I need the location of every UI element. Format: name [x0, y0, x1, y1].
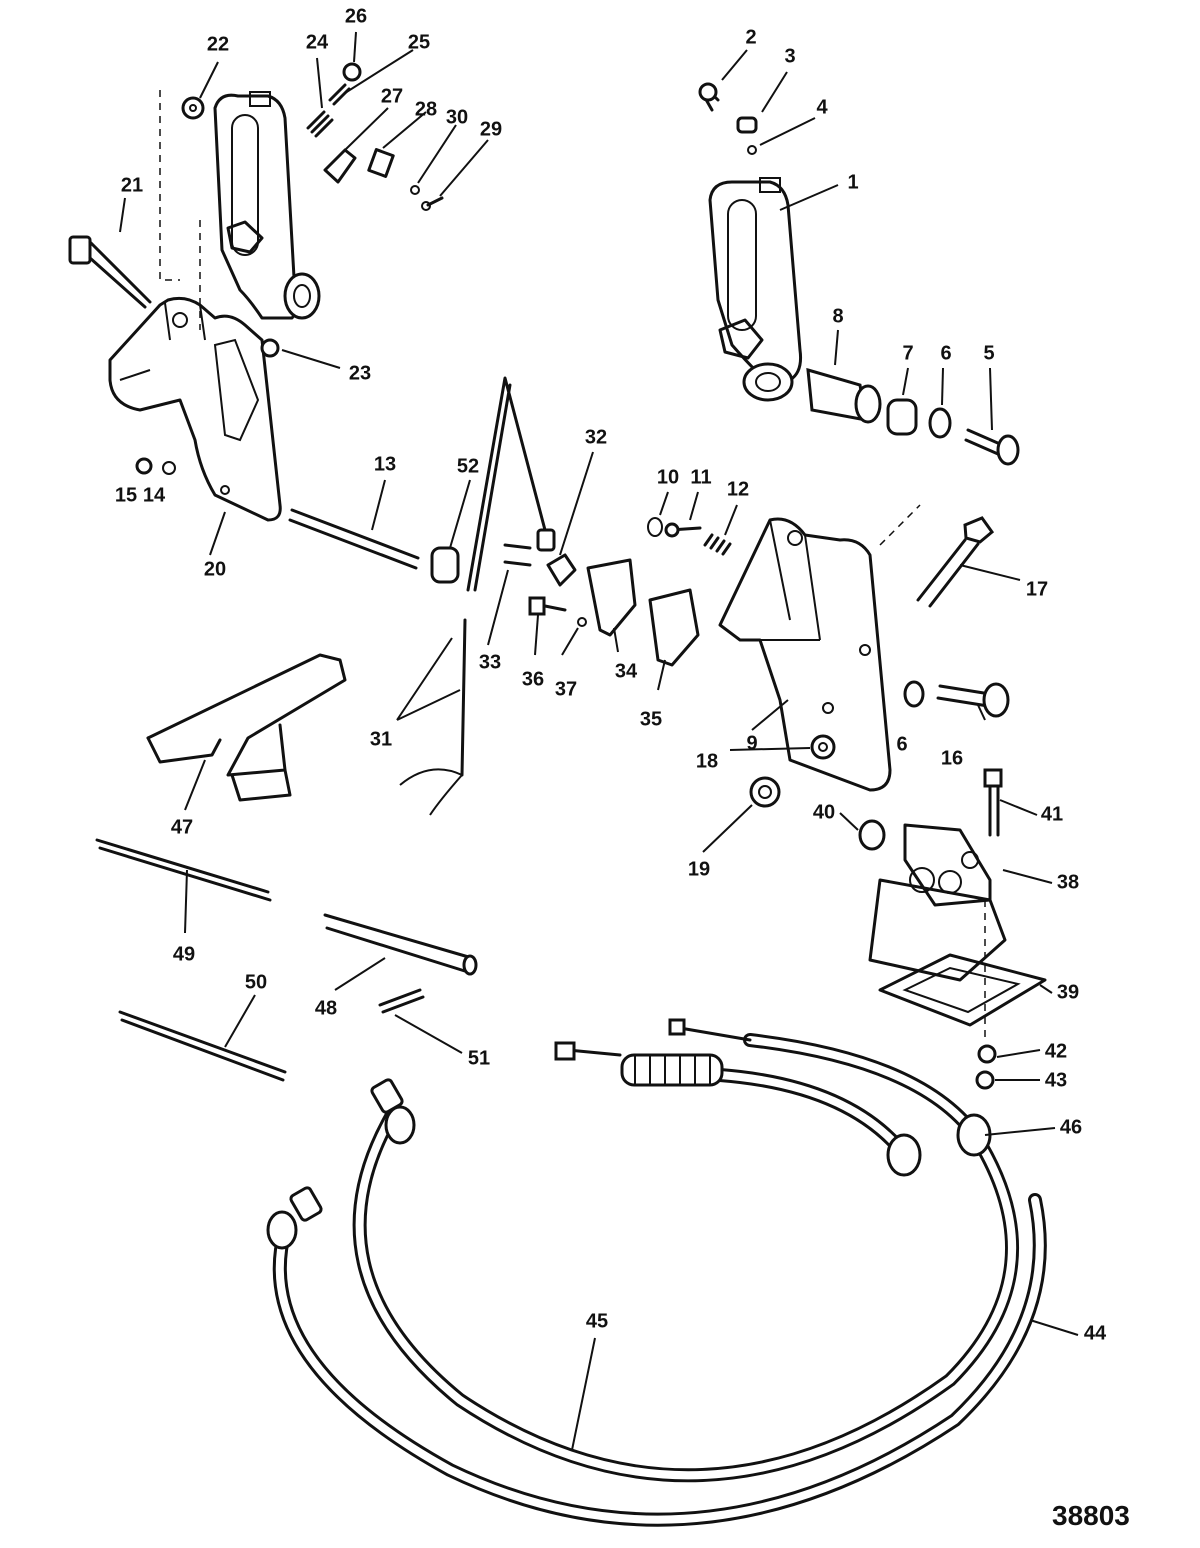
callout-51: 51 [468, 1047, 490, 1069]
callout-50: 50 [245, 971, 267, 993]
callout-35: 35 [640, 708, 662, 730]
mounting-block [868, 823, 1007, 982]
callout-33: 33 [479, 651, 501, 673]
hydraulic-hoses [266, 1018, 1047, 1527]
callout-19: 19 [688, 858, 710, 880]
callout-5: 5 [983, 342, 994, 364]
callout-6b: 6 [896, 733, 907, 755]
callout-21: 21 [121, 174, 143, 196]
small-hardware-upper-left [181, 62, 444, 211]
callout-14: 14 [143, 484, 166, 506]
right-trim-cylinder [708, 177, 802, 402]
callout-37: 37 [555, 678, 577, 700]
callout-41: 41 [1041, 803, 1063, 825]
callout-17: 17 [1026, 578, 1048, 600]
callout-2: 2 [745, 26, 756, 48]
callout-22: 22 [207, 33, 229, 55]
callout-39: 39 [1057, 981, 1079, 1003]
lifting-strap [146, 653, 347, 802]
callout-43: 43 [1045, 1069, 1067, 1091]
callout-46: 46 [1060, 1116, 1082, 1138]
callout-9: 9 [746, 732, 757, 754]
callout-18: 18 [696, 750, 718, 772]
callout-28: 28 [415, 98, 437, 120]
bolt-21 [68, 235, 152, 309]
callout-7: 7 [902, 342, 913, 364]
callout-47: 47 [171, 816, 193, 838]
callout-8: 8 [832, 305, 843, 327]
control-cable [399, 376, 577, 816]
callout-3: 3 [784, 45, 795, 67]
right-transom-bracket [718, 517, 892, 792]
small-hardware-upper-right [698, 82, 758, 155]
callout-20: 20 [204, 558, 226, 580]
callout-13: 13 [374, 453, 396, 475]
callout-49: 49 [173, 943, 195, 965]
callout-15: 15 [115, 484, 137, 506]
callout-34: 34 [615, 660, 638, 682]
callout-31: 31 [370, 728, 392, 750]
callout-48: 48 [315, 997, 337, 1019]
callout-40: 40 [813, 801, 835, 823]
callout-16: 16 [941, 747, 963, 769]
callout-24: 24 [306, 31, 329, 53]
callout-6a: 6 [940, 342, 951, 364]
callout-11: 11 [690, 466, 711, 488]
callout-27: 27 [381, 85, 403, 107]
callout-44: 44 [1084, 1322, 1107, 1344]
callout-29: 29 [480, 118, 502, 140]
callout-10: 10 [657, 466, 679, 488]
callout-52: 52 [457, 455, 479, 477]
callout-36: 36 [522, 668, 544, 690]
callout-30: 30 [446, 106, 468, 128]
callout-38: 38 [1057, 871, 1079, 893]
callout-32: 32 [585, 426, 607, 448]
left-transom-bracket [108, 296, 282, 522]
callout-labels: 1 2 3 4 5 6 6 7 8 9 10 11 12 13 14 15 16… [115, 5, 1107, 1344]
callout-45: 45 [586, 1310, 608, 1332]
callout-42: 42 [1045, 1040, 1067, 1062]
figure-number: 38803 [1052, 1500, 1130, 1531]
leader-lines [119, 31, 1079, 1451]
callout-26: 26 [345, 5, 367, 27]
callout-25: 25 [408, 31, 430, 53]
callout-23: 23 [349, 362, 371, 384]
callout-4: 4 [816, 96, 828, 118]
left-trim-cylinder [213, 91, 321, 320]
callout-1: 1 [847, 171, 858, 193]
callout-12: 12 [727, 478, 749, 500]
